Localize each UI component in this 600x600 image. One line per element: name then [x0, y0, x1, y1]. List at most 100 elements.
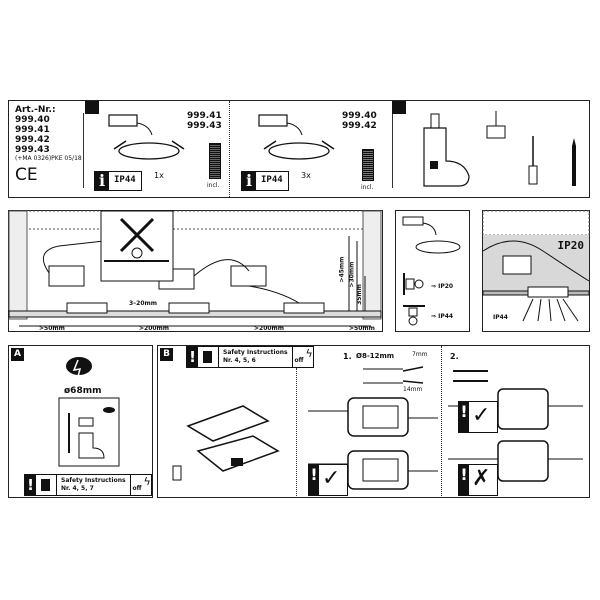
safety-numbers: Nr. 4, 5, 6 [223, 357, 256, 364]
safety-title: Safety Instructions [61, 477, 126, 484]
wall-mount-icon [403, 273, 425, 326]
art-number: 999.40 [15, 115, 50, 125]
ip-zone-panel: IP20 IP44 [482, 210, 590, 332]
gap-dimension: 3–20mm [129, 300, 158, 307]
strip-length-long: 14mm [403, 386, 423, 393]
safety-numbers: Nr. 4, 5, 7 [61, 485, 94, 492]
step-1-label: 1. [343, 352, 352, 361]
ip-rating-badge: i IP44 [241, 171, 289, 191]
drill-icon [423, 113, 470, 187]
electric-hazard-icon [66, 357, 92, 385]
screwdriver-icon [528, 136, 538, 185]
package-2-article: 999.42 [342, 121, 377, 131]
height-dimension: 35mm [355, 284, 363, 305]
product-overview-panel: Art.-Nr.: 999.40 999.41 999.42 999.43 (+… [8, 100, 590, 198]
power-off-label: off [294, 357, 304, 364]
spacing-dimension: >200mm [139, 325, 170, 332]
warning-icon: ! [459, 402, 469, 432]
driver-box [230, 265, 267, 287]
screwdriver-icon [172, 465, 182, 481]
ip-zone-illustration [482, 210, 590, 322]
incorrect-cross-badge: ! ✗ [458, 464, 498, 496]
checkmark-icon: ✓ [472, 403, 491, 428]
downlight [283, 302, 325, 314]
safety-title: Safety Instructions [223, 349, 288, 356]
included-label: incl. [207, 182, 220, 189]
art-number: 999.43 [15, 145, 50, 155]
lightning-icon: ϟ [143, 475, 151, 488]
ip-rating-badge: i IP44 [94, 171, 142, 191]
divider [392, 113, 393, 188]
hole-diameter: ø68mm [64, 386, 102, 396]
checkmark-icon: ✓ [322, 466, 341, 491]
correct-check-badge: ! ✓ [308, 464, 348, 496]
ip-rating: IP44 [114, 175, 136, 185]
info-icon: i [95, 172, 109, 190]
driver-icon [362, 149, 374, 181]
cable-stripping-illustration [363, 366, 424, 384]
article-info: Art.-Nr.: 999.40 999.41 999.42 999.43 (+… [15, 105, 82, 185]
mounting-orientation-panel: ⇒ IP20 ⇒ IP44 [395, 210, 470, 332]
cross-icon: ✗ [472, 466, 491, 491]
ceiling-ip-rating: ⇒ IP44 [431, 313, 454, 320]
spacing-dimension: >50mm [349, 325, 375, 332]
hole-saw-icon [486, 111, 506, 139]
step-label: A [11, 348, 24, 361]
wire-connection-illustration [448, 370, 583, 482]
package-2-article: 999.40 [342, 111, 377, 121]
ip-zone-lower: IP44 [493, 314, 508, 321]
package-1-article: 999.41 [187, 111, 222, 121]
art-number: 999.42 [15, 135, 50, 145]
ip-rating: IP20 [438, 283, 454, 290]
warning-icon: ! [459, 465, 469, 495]
manual-icon [198, 347, 219, 367]
revision-text: (+MA 0326)PKE 05/18 [15, 155, 82, 162]
height-dimension: >45mm [338, 256, 346, 283]
pencil-icon [572, 138, 576, 186]
ip-rating: IP44 [438, 313, 454, 320]
downlight-illustration [258, 114, 335, 160]
ip-rating: IP44 [261, 175, 283, 185]
downlight-illustration [108, 114, 185, 160]
wiring-illustration [308, 397, 438, 490]
downlight-illustration [402, 216, 461, 254]
dashed-divider [229, 101, 230, 197]
tools-illustration [423, 111, 576, 187]
strip-length-short: 7mm [412, 351, 428, 358]
package-icon [85, 101, 99, 114]
step-2-label: 2. [450, 352, 459, 361]
correct-check-badge: ! ✓ [458, 401, 498, 433]
art-number: 999.41 [15, 125, 50, 135]
installation-spacing-panel: 3–20mm >50mm >200mm >200mm >50mm >45mm >… [8, 210, 383, 332]
downlight [66, 302, 108, 314]
no-insulation-warning [100, 210, 174, 282]
driver-box [48, 265, 85, 287]
step-label: B [160, 348, 173, 361]
cutting-hole-illustration [58, 397, 120, 467]
cable-diameter: Ø8-12mm [356, 352, 395, 360]
art-label: Art.-Nr.: [15, 105, 56, 115]
dashed-divider [441, 346, 442, 496]
lightning-icon: ϟ [305, 347, 313, 360]
height-dimension: >30mm [348, 261, 356, 288]
warning-icon: ! [187, 347, 198, 367]
ce-mark: CE [15, 165, 38, 185]
quantity: 3x [301, 171, 311, 180]
spacing-dimension: >200mm [254, 325, 285, 332]
package-1-article: 999.43 [187, 121, 222, 131]
dashed-divider [296, 368, 297, 496]
ip-zone-upper: IP20 [557, 239, 585, 252]
included-label: incl. [361, 184, 374, 191]
wall-ip-rating: ⇒ IP20 [431, 283, 454, 290]
warning-icon: ! [25, 475, 36, 495]
power-off-label: off [132, 485, 142, 492]
warning-icon: ! [309, 465, 319, 495]
divider [83, 113, 84, 188]
tools-icon [392, 101, 406, 114]
